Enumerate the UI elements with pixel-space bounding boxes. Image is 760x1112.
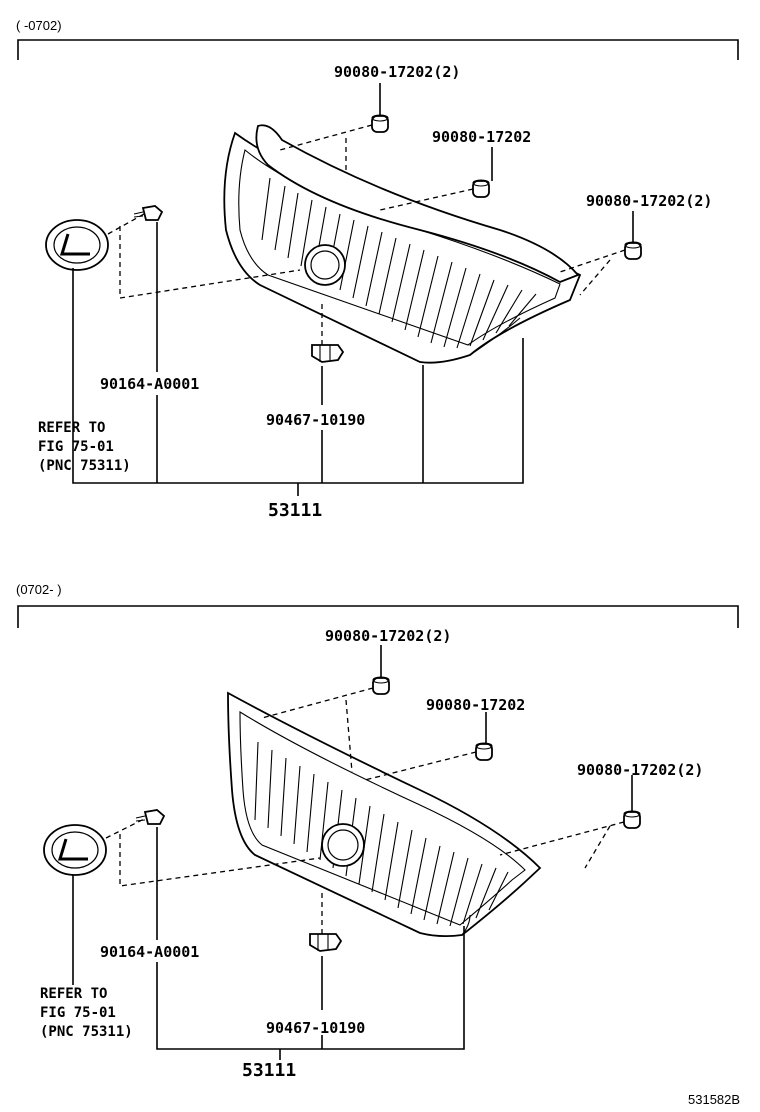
clip-icon[interactable] (623, 810, 641, 829)
section-bracket (17, 605, 739, 628)
push-fastener-icon[interactable] (311, 344, 345, 363)
part-label: 90080-17202(2) (325, 627, 451, 645)
part-label: 90080-17202(2) (577, 761, 703, 779)
refer-note: FIG 75-01 (38, 439, 114, 455)
part-label: 90080-17202 (432, 128, 531, 146)
grille[interactable] (223, 124, 582, 364)
section-lower: (0702- ) (16, 582, 739, 1081)
part-label-grille: 53111 (268, 500, 322, 521)
refer-note: REFER TO (38, 420, 105, 436)
date-range-lower: (0702- ) (16, 582, 62, 597)
part-label: 90467-10190 (266, 411, 365, 429)
date-range-upper: ( -0702) (16, 18, 62, 33)
clip-icon[interactable] (475, 742, 493, 761)
lexus-emblem-icon[interactable] (45, 219, 109, 271)
refer-note: (PNC 75311) (40, 1024, 133, 1040)
part-label: 90164-A0001 (100, 375, 199, 393)
section-upper: ( -0702) (16, 18, 739, 521)
refer-note: (PNC 75311) (38, 458, 131, 474)
screw-icon[interactable] (133, 205, 164, 221)
part-label: 90164-A0001 (100, 943, 199, 961)
figure-code: 531582B (688, 1092, 740, 1107)
clip-icon[interactable] (472, 179, 490, 198)
part-label-grille: 53111 (242, 1060, 296, 1081)
refer-note: REFER TO (40, 986, 107, 1002)
clip-icon[interactable] (371, 114, 389, 133)
refer-note: FIG 75-01 (40, 1005, 116, 1021)
section-bracket (17, 39, 739, 60)
push-fastener-icon[interactable] (309, 933, 343, 952)
clip-icon[interactable] (624, 241, 642, 260)
grille[interactable] (227, 691, 542, 938)
screw-icon[interactable] (135, 809, 166, 825)
lexus-emblem-icon[interactable] (43, 824, 107, 876)
clip-icon[interactable] (372, 676, 390, 695)
part-label: 90080-17202 (426, 696, 525, 714)
part-label: 90467-10190 (266, 1019, 365, 1037)
part-label: 90080-17202(2) (586, 192, 712, 210)
part-label: 90080-17202(2) (334, 63, 460, 81)
